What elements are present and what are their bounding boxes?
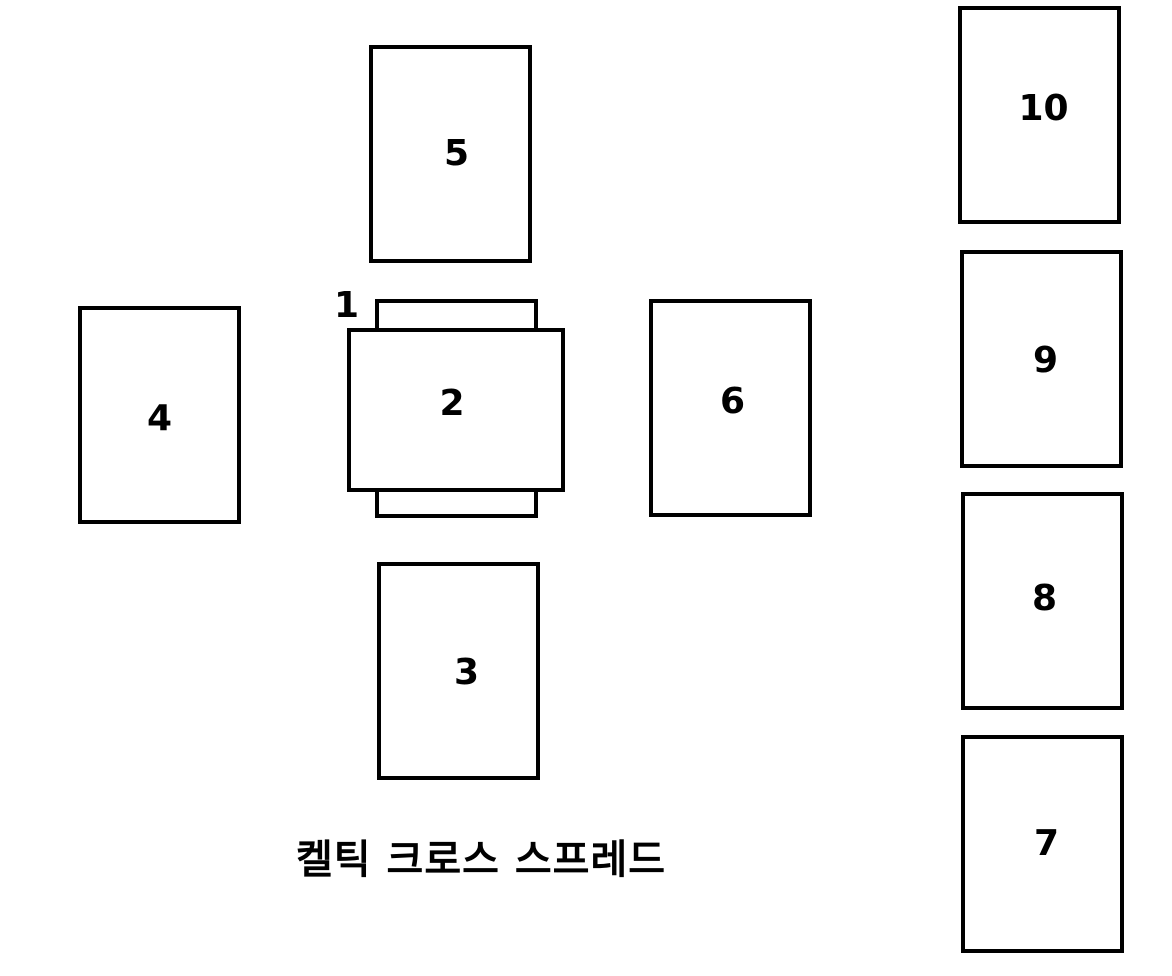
card-5-label: 5 [443, 133, 470, 174]
card-8: 8 [961, 492, 1124, 710]
card-4: 4 [78, 306, 241, 524]
card-2: 2 [347, 328, 565, 492]
card-8-label: 8 [1031, 578, 1058, 619]
card-2-label: 2 [439, 383, 465, 424]
card-6: 6 [649, 299, 812, 517]
card-3-label: 3 [453, 652, 480, 693]
card-7-label: 7 [1033, 823, 1060, 864]
diagram-title: 켈틱 크로스 스프레드 [296, 837, 667, 883]
card-10: 10 [958, 6, 1121, 224]
card-9-label: 9 [1032, 340, 1059, 381]
card-5: 5 [369, 45, 532, 263]
card-3: 3 [377, 562, 540, 780]
card-4-label: 4 [146, 398, 173, 439]
card-10-label: 10 [1018, 88, 1069, 129]
card-9: 9 [960, 250, 1123, 468]
card-1-label: 1 [334, 285, 360, 326]
card-7: 7 [961, 735, 1124, 953]
card-6-label: 6 [719, 381, 746, 422]
